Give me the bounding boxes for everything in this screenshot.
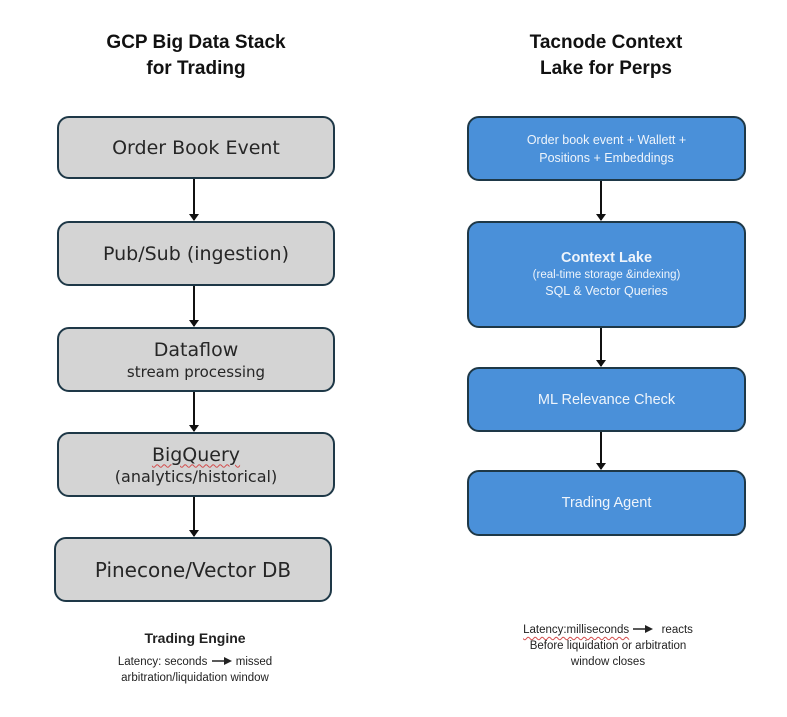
flow-arrow	[596, 432, 606, 470]
right-arrow-icon	[632, 622, 654, 638]
context-lake-heading: Context Lake	[560, 250, 653, 266]
flow-arrow	[189, 179, 199, 221]
right-title-line1: Tacnode Context	[529, 32, 683, 53]
box-label: Pub/Sub (ingestion)	[102, 242, 290, 265]
latency-line: Latency:milliseconds reacts	[486, 622, 730, 638]
context-lake-box: Context Lake (real-time storage &indexin…	[467, 221, 746, 328]
bigquery-box: BigQuery (analytics/historical)	[57, 432, 335, 497]
flow-arrow	[189, 497, 199, 537]
flow-arrow	[189, 286, 199, 327]
before-line: Before liquidation or arbitration	[529, 640, 687, 652]
reacts-text: reacts	[661, 624, 693, 636]
window-line: arbitration/liquidation window	[121, 672, 269, 684]
flow-arrow	[596, 328, 606, 367]
pinecone-box: Pinecone/Vector DB	[54, 537, 332, 602]
trading-agent-box: Trading Agent	[467, 470, 746, 536]
ml-relevance-box: ML Relevance Check	[467, 367, 746, 432]
box-sublabel: stream processing	[126, 362, 266, 381]
left-title: GCP Big Data Stack for Trading	[60, 30, 332, 82]
box-line1: Order book event + Wallett +	[526, 132, 687, 147]
pubsub-box: Pub/Sub (ingestion)	[57, 221, 335, 286]
left-caption: Trading Engine Latency: seconds missed a…	[70, 628, 320, 686]
right-title: Tacnode Context Lake for Perps	[470, 30, 742, 82]
order-book-wallet-box: Order book event + Wallett + Positions +…	[467, 116, 746, 181]
box-label: Pinecone/Vector DB	[94, 557, 292, 582]
box-label: Dataflow	[153, 338, 239, 361]
right-title-line2: Lake for Perps	[540, 58, 672, 79]
latency-text: Latency:milliseconds	[523, 624, 630, 636]
left-title-line1: GCP Big Data Stack	[106, 32, 286, 53]
latency-line: Latency: seconds missed	[70, 654, 320, 670]
order-book-event-box: Order Book Event	[57, 116, 335, 179]
trading-engine-label: Trading Engine	[144, 630, 246, 646]
right-caption: Latency:milliseconds reacts Before liqui…	[486, 622, 730, 670]
box-label: BigQuery	[151, 443, 241, 466]
left-title-line2: for Trading	[146, 58, 246, 79]
box-label: Order Book Event	[112, 136, 280, 159]
box-label: ML Relevance Check	[537, 391, 676, 408]
flow-arrow	[189, 392, 199, 432]
window-closes-line: window closes	[570, 656, 646, 668]
latency-text: Latency: seconds	[117, 656, 208, 668]
right-arrow-icon	[211, 654, 233, 670]
box-sublabel: (analytics/historical)	[114, 466, 278, 486]
flow-arrow	[596, 181, 606, 221]
dataflow-box: Dataflow stream processing	[57, 327, 335, 392]
context-lake-queries: SQL & Vector Queries	[545, 284, 668, 298]
missed-text: missed	[235, 656, 273, 668]
box-line2: Positions + Embeddings	[539, 150, 674, 165]
box-label: Trading Agent	[561, 495, 652, 511]
context-lake-subtitle: (real-time storage &indexing)	[532, 269, 681, 281]
